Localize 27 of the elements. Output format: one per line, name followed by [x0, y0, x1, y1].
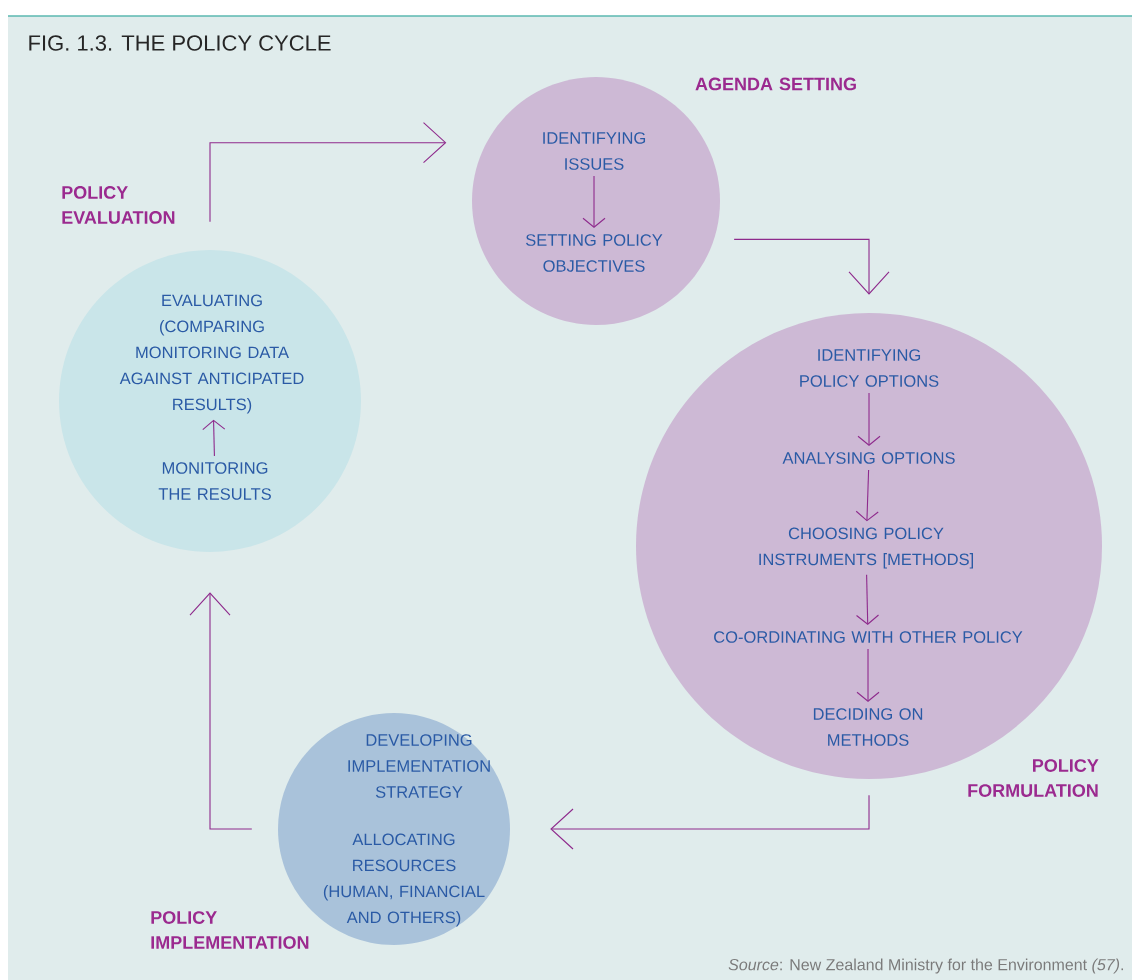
step-text: DEVELOPING IMPLEMENTATION STRATEGY	[348, 734, 490, 798]
arrow	[856, 648, 880, 702]
step-text: DECIDING ON METHODS	[813, 708, 923, 746]
step-text: IDENTIFYING POLICY OPTIONS	[800, 349, 939, 387]
step-text: ALLOCATING RESOURCES (HUMAN, FINANCIAL AND OTHERS)	[323, 833, 485, 927]
arrow	[189, 592, 253, 830]
arrow	[550, 794, 870, 850]
step-text: MONITORING THE RESULTS	[158, 462, 271, 500]
step-text: CO-ORDINATING WITH OTHER POLICY	[714, 631, 1023, 643]
stage-heading: POLICY IMPLEMENTATION	[151, 911, 309, 949]
figure-title: FIG. 1.3. THE POLICY CYCLE	[29, 35, 331, 51]
step-text: SETTING POLICY OBJECTIVES	[526, 234, 663, 272]
arrow	[857, 392, 881, 446]
step-text: CHOOSING POLICY INSTRUMENTS [METHODS]	[759, 527, 973, 569]
arrow	[209, 122, 447, 223]
stage-heading: AGENDA SETTING	[695, 77, 856, 91]
step-text: IDENTIFYING ISSUES	[543, 132, 646, 170]
arrow	[733, 238, 890, 295]
source-note: Source: New Zealand Ministry for the Environment (57).	[728, 958, 1123, 974]
step-text: EVALUATING (COMPARING MONITORING DATA AGAINST ANTICIPATED RESULTS)	[119, 294, 304, 414]
arrow	[855, 469, 879, 522]
arrow	[582, 175, 606, 228]
arrow	[202, 419, 226, 457]
stage-heading: POLICY EVALUATION	[62, 186, 175, 224]
stage-heading: POLICY FORMULATION	[968, 759, 1099, 797]
step-text: ANALYSING OPTIONS	[782, 452, 955, 464]
arrow	[855, 574, 880, 625]
